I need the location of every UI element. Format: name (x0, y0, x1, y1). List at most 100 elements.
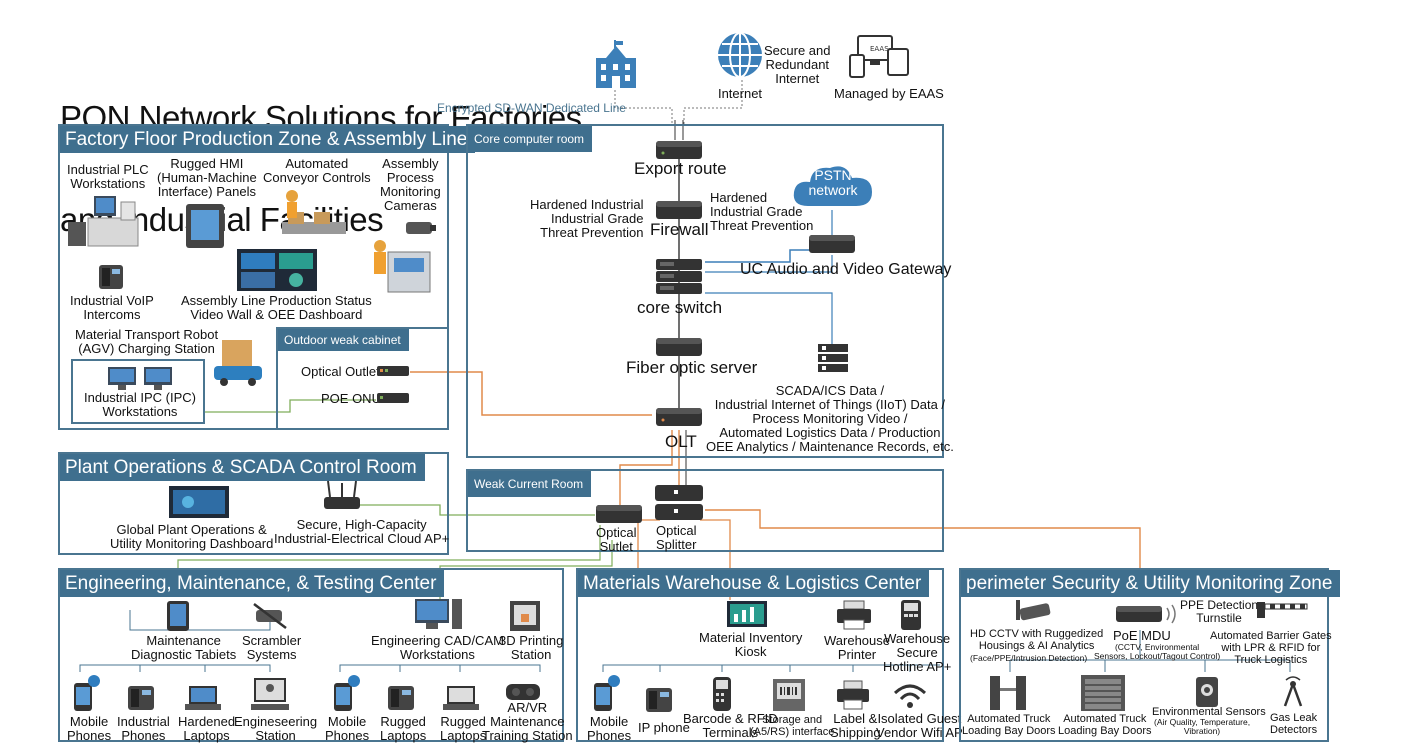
kiosk-label: Material Inventory Kiosk (699, 630, 803, 659)
hard-laptops-label: Hardened Laptops (178, 714, 236, 743)
hardened-laptop-icon (184, 684, 222, 712)
pstn-cloud-icon (790, 160, 876, 210)
eng-station-label: Engineseering Station (234, 714, 318, 743)
ind-phones-label: Industrial Phones (117, 714, 170, 743)
barcode-terminal-icon (711, 676, 733, 712)
env-sub-label: (Air Quality, Temperature, Vibration) (1154, 717, 1251, 736)
tablets-label: Maintenance Diagnostic Tabiets (131, 633, 237, 662)
fiber-server-icon (655, 335, 703, 359)
fiber-server-label: Fiber optic server (626, 358, 758, 377)
plc-workstation-icon (66, 192, 146, 250)
ip-phone-icon (644, 686, 674, 714)
core-switch-icon (655, 258, 703, 296)
voip-phone-icon (96, 262, 126, 292)
cad-label: Engineering CAD/CAM Workstations (371, 633, 504, 662)
perimeter-zone-header: perimeter Security & Utility Monitoring … (961, 570, 1341, 597)
zone-engineering: Engineering, Maintenance, & Testing Cent… (58, 568, 564, 742)
cabinet-header: Outdoor weak cabinet (278, 329, 409, 351)
poe-mdu-label: PoE MDU (1113, 628, 1171, 643)
warehouse-mobile-icon (592, 675, 622, 713)
zone-perimeter: perimeter Security & Utility Monitoring … (959, 568, 1341, 742)
conveyor-icon (280, 186, 348, 242)
pstn-label: PSTN network (808, 167, 858, 198)
zone-warehouse: Materials Warehouse & Logistics Center (576, 568, 944, 742)
firewall-device-icon (655, 198, 703, 222)
cabinet-outlet-device-icon (376, 364, 410, 378)
loading-door-icon (1080, 674, 1126, 712)
printing-label: 3D Printing Station (499, 633, 564, 662)
zone-outdoor-cabinet: Outdoor weak cabinet (276, 327, 449, 430)
dashboard-label: Global Plant Operations & Utility Monito… (110, 522, 274, 551)
label-shipping-label: Label & Shipping (830, 711, 881, 740)
wifi-icon (893, 683, 927, 709)
poe-mdu-icon (1115, 602, 1179, 624)
kiosk-icon (726, 600, 768, 628)
managed-devices-icon: EAAS (848, 35, 910, 79)
vr-headset-icon (504, 680, 542, 702)
scrambler-label: Scrambler Systems (242, 633, 302, 662)
arvr-label: AR/VR Maintenance Training Station (482, 700, 573, 743)
mobile-phone-icon (72, 675, 102, 713)
hmi-panel-icon (184, 202, 226, 250)
weak-room-header: Weak Current Room (468, 471, 592, 497)
headquarters-building-icon (588, 40, 644, 90)
firewall-label: Firewall (650, 220, 709, 239)
barrier-gate-icon (1256, 600, 1308, 618)
turnstile-label: PPE Detection Turnstile (1180, 598, 1259, 625)
olt-device-icon (655, 405, 703, 429)
rugged-laptop-icon (442, 684, 480, 712)
cameras-label: Assembly Process Monitoring Cameras (380, 156, 441, 213)
rugged-laptops2-label: Rugged Laptops (440, 714, 487, 743)
agv-label: Material Transport Robot (AGV) Charging … (75, 327, 219, 356)
dock2-label: Automated Truck Loading Bay Doors (1058, 713, 1152, 737)
turnstile-door-icon (988, 674, 1028, 712)
core-switch-label: core switch (637, 298, 723, 317)
uc-gateway-label: UC Audio and Video Gateway (740, 261, 952, 278)
env-label: Environmental Sensors (1152, 706, 1266, 718)
sdwan-label: Encrypted SD-WAN Dedicated Line (437, 101, 626, 115)
olt-label: OLT (665, 432, 697, 451)
poe-onu-label: POE ONU (321, 391, 381, 406)
internet-globe-icon (716, 31, 764, 79)
hotline-label: Warehouse Secure Hotline AP+ (883, 631, 952, 674)
warehouse-zone-header: Materials Warehouse & Logistics Center (578, 570, 930, 597)
zone-core-computer-room: Core computer room (466, 124, 944, 458)
factory-zone-header: Factory Floor Production Zone & Assembly… (60, 126, 476, 153)
video-wall-icon (236, 248, 318, 292)
poe-onu-device-icon (376, 391, 410, 405)
weak-outlet-icon (595, 503, 643, 525)
industrial-phone-icon (126, 684, 156, 712)
monitoring-station-icon (368, 238, 434, 296)
warehouse-printer-icon (836, 600, 872, 630)
barcode-label: Barcode & RFID Terminals (683, 711, 778, 740)
cad-workstation-icon (414, 598, 464, 632)
printer-label: Warehouse Printer (824, 633, 890, 662)
export-router-icon (655, 138, 703, 162)
ipc-group-box (71, 359, 205, 424)
tablet-icon (166, 600, 190, 632)
storage-label: Storage and (A5/RS) interface (750, 714, 835, 738)
scada-server-icon (816, 343, 850, 373)
ipc-label: Industrial IPC (IPC) Workstations (84, 390, 196, 419)
zone-weak-current-room: Weak Current Room (466, 469, 944, 552)
optical-splitter-icon (654, 484, 704, 522)
cabinet-outlet-label: Optical Outlet (301, 364, 380, 379)
label-printer-icon (836, 680, 870, 710)
gas-label: Gas Leak Detectors (1270, 712, 1318, 736)
conveyor-label: Automated Conveyor Controls (263, 156, 371, 185)
mobile-phone-2-icon (332, 675, 362, 713)
cloud-ap-icon (322, 479, 362, 513)
3d-printer-icon (509, 600, 541, 632)
engineering-station-icon (250, 676, 290, 712)
zone-factory-floor: Factory Floor Production Zone & Assembly… (58, 124, 476, 430)
secure-internet-label: Secure and Redundant Internet (764, 43, 831, 86)
storage-interface-icon (772, 678, 806, 712)
eng-zone-header: Engineering, Maintenance, & Testing Cent… (60, 570, 445, 597)
voip-label: Industrial VoIP Intercoms (70, 293, 154, 322)
internet-label: Internet (717, 86, 763, 101)
eng-mobile-label: Mobile Phones (67, 714, 112, 743)
warehouse-mobile-label: Mobile Phones (587, 714, 632, 743)
data-types-label: SCADA/ICS Data / Industrial Internet of … (706, 383, 954, 454)
cctv-sub-label: (Face/PPE/Intrusion Detection) (970, 653, 1088, 663)
videowall-label: Assembly Line Production Status Video Wa… (181, 293, 372, 322)
